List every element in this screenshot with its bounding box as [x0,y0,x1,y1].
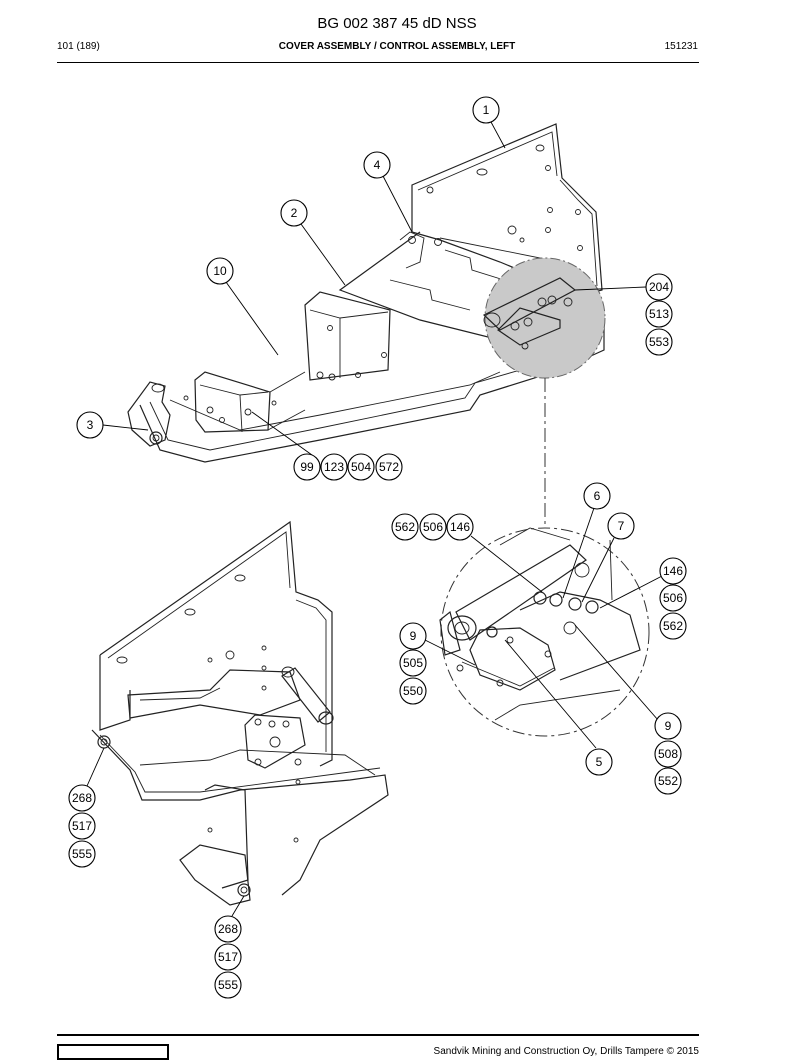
svg-text:505: 505 [403,656,423,670]
callout-bubble: 6 [583,482,611,510]
callout-bubble: 552 [654,767,682,795]
svg-text:517: 517 [72,819,92,833]
callout-bubble: 513 [645,300,673,328]
svg-text:146: 146 [663,564,683,578]
callout-bubble: 7 [607,512,635,540]
callout-bubble: 268 [214,915,242,943]
callout-bubble: 572 [375,453,403,481]
callout-bubble: 553 [645,328,673,356]
callout-bubble: 508 [654,740,682,768]
callout-bubble: 506 [659,584,687,612]
callout-bubble: 146 [659,557,687,585]
svg-text:562: 562 [395,520,415,534]
top-assembly-view [127,123,606,463]
callout-bubble: 517 [68,812,96,840]
svg-text:508: 508 [658,747,678,761]
svg-text:2: 2 [291,206,298,220]
svg-text:553: 553 [649,335,669,349]
svg-text:6: 6 [594,489,601,503]
callout-bubble: 3 [76,411,104,439]
callout-bubble: 562 [391,513,419,541]
lower-assembly-view [91,520,389,906]
leader-lines [86,121,665,917]
svg-text:146: 146 [450,520,470,534]
svg-text:204: 204 [649,280,669,294]
callout-bubble: 505 [399,649,427,677]
callout-bubble: 504 [347,453,375,481]
svg-text:517: 517 [218,950,238,964]
svg-text:555: 555 [72,847,92,861]
svg-text:99: 99 [300,460,314,474]
detail-view [439,527,650,737]
section-title: COVER ASSEMBLY / CONTROL ASSEMBLY, LEFT [278,41,516,52]
svg-text:1: 1 [483,103,490,117]
svg-text:504: 504 [351,460,371,474]
svg-text:123: 123 [324,460,344,474]
svg-text:5: 5 [596,755,603,769]
svg-text:268: 268 [72,791,92,805]
callout-bubble: 9 [399,622,427,650]
callout-bubble: 5 [585,748,613,776]
svg-text:572: 572 [379,460,399,474]
header-rule [57,62,699,63]
svg-text:3: 3 [87,418,94,432]
svg-text:7: 7 [618,519,625,533]
svg-text:4: 4 [374,158,381,172]
callout-bubble: 99 [293,453,321,481]
svg-text:10: 10 [213,264,227,278]
callout-bubble: 550 [399,677,427,705]
svg-text:513: 513 [649,307,669,321]
callout-bubble: 9 [654,712,682,740]
svg-text:9: 9 [410,629,417,643]
svg-text:562: 562 [663,619,683,633]
callout-bubble: 1 [472,96,500,124]
document-code: BG 002 387 45 dD NSS [317,15,477,32]
callout-bubble: 268 [68,784,96,812]
date-code: 151231 [664,41,698,52]
svg-text:552: 552 [658,774,678,788]
svg-text:506: 506 [423,520,443,534]
callout-bubble: 4 [363,151,391,179]
footer-copyright: Sandvik Mining and Construction Oy, Dril… [433,1046,699,1057]
callout-bubble: 204 [645,273,673,301]
svg-text:550: 550 [403,684,423,698]
callout-bubble: 146 [446,513,474,541]
callout-bubble: 555 [214,971,242,999]
callout-bubble: 562 [659,612,687,640]
svg-text:506: 506 [663,591,683,605]
callout-bubble: 10 [206,257,234,285]
callout-bubble: 2 [280,199,308,227]
footer-rule [57,1034,699,1036]
callout-bubble: 506 [419,513,447,541]
callout-bubble: 517 [214,943,242,971]
svg-text:268: 268 [218,922,238,936]
callout-bubble: 123 [320,453,348,481]
svg-text:555: 555 [218,978,238,992]
callout-bubble: 555 [68,840,96,868]
page-number: 101 (189) [57,41,100,52]
svg-text:9: 9 [665,719,672,733]
company-logo [57,1044,169,1060]
